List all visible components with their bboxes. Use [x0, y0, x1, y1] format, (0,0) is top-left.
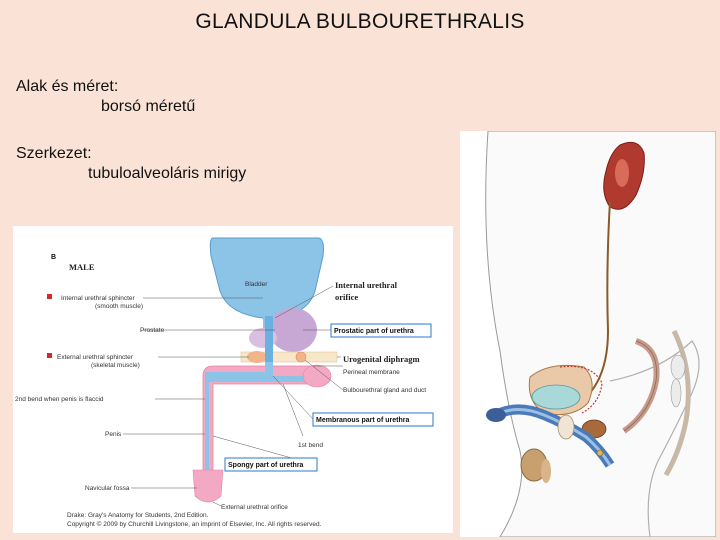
- glans-shape: [192, 469, 224, 503]
- bulb-shape: [302, 364, 332, 388]
- box-prostatic-part: [330, 323, 432, 338]
- label-bulbourethral: Bulbourethral gland and duct: [343, 387, 426, 394]
- label-prostatic-part: Prostatic part of urethra: [334, 328, 414, 335]
- internal-sphincter-marker: [47, 294, 52, 299]
- sacrum-shape: [663, 329, 691, 477]
- label-internal-orifice-1: Internal urethral: [335, 280, 398, 290]
- label-penis: Penis: [105, 431, 122, 438]
- ureter-line: [589, 200, 611, 394]
- shape-size-value: borsó méretű: [101, 98, 196, 115]
- external-sphincter-shape: [247, 351, 267, 363]
- pubic-bone: [557, 414, 575, 440]
- box-membranous-part: [312, 412, 434, 427]
- vertebra-1: [670, 354, 686, 380]
- credit-line-2: Copyright © 2009 by Churchill Livingston…: [67, 520, 322, 528]
- bladder-shape: [209, 237, 324, 319]
- label-bladder: Bladder: [245, 281, 268, 288]
- box-spongy-part: [224, 457, 318, 472]
- label-prostate: Prostate: [140, 327, 165, 334]
- body-outline: [485, 131, 716, 537]
- structure-value: tubuloalveoláris mirigy: [88, 165, 247, 182]
- bladder-wall: [559, 365, 603, 414]
- external-sphincter-marker: [47, 353, 52, 358]
- kidney-pelvis: [615, 159, 629, 187]
- label-spongy: Spongy part of urethra: [228, 462, 304, 469]
- panel-title: MALE: [69, 262, 95, 272]
- bulbourethral-gland-2: [596, 449, 604, 457]
- male-urethra-diagram: B MALE: [13, 226, 453, 533]
- buttock-outline: [609, 340, 700, 537]
- page-title: GLANDULA BULBOURETHRALIS: [195, 10, 525, 33]
- label-external-orifice: External urethral orifice: [221, 504, 288, 511]
- label-internal-sphincter-1: Internal urethral sphincter: [61, 295, 136, 302]
- prostatic-urethra-shape: [265, 316, 273, 362]
- structure-label: Szerkezet:: [16, 145, 92, 162]
- panel-letter: B: [51, 254, 56, 261]
- label-membranous: Membranous part of urethra: [316, 417, 409, 424]
- label-perineal: Perineal membrane: [343, 369, 400, 376]
- label-external-sphincter-1: External urethral sphincter: [57, 354, 134, 361]
- label-urogenital: Urogenital diphragm: [343, 354, 420, 364]
- rectum-outline: [623, 340, 657, 432]
- epididymis-shape: [541, 459, 551, 483]
- credit-line-1: Drake: Gray's Anatomy for Students, 2nd …: [67, 512, 209, 519]
- vertebra-2: [670, 378, 682, 408]
- bulbourethral-gland-shape: [295, 351, 307, 363]
- urethra-path: [205, 362, 313, 476]
- label-external-sphincter-2: (skeletal muscle): [91, 362, 140, 369]
- glans-shape-2: [486, 408, 506, 422]
- shape-size-label: Alak és méret:: [16, 78, 119, 95]
- label-internal-orifice-2: orifice: [335, 292, 358, 302]
- label-second-bend: 2nd bend when penis is flaccid: [15, 396, 104, 403]
- label-internal-sphincter-2: (smooth muscle): [95, 303, 143, 310]
- seminal-vesicle-shape: [531, 384, 581, 410]
- sagittal-section-illustration: [460, 131, 716, 537]
- label-navicular: Navicular fossa: [85, 485, 130, 492]
- label-first-bend: 1st bend: [298, 442, 323, 449]
- prostate-shape: [269, 308, 317, 352]
